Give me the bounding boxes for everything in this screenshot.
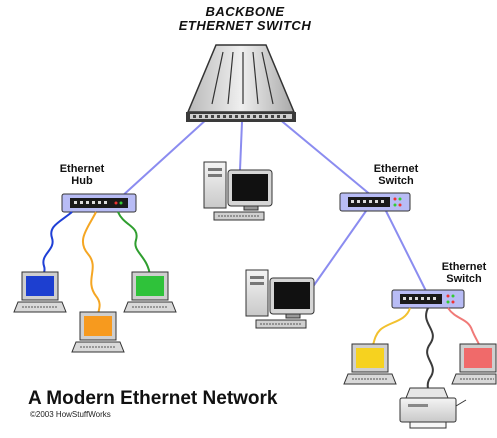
laptop-icon	[13, 271, 67, 313]
laptop-icon	[343, 343, 397, 385]
laptop-screen-green	[136, 276, 164, 296]
hub-icon	[61, 193, 137, 213]
switch1-label: Ethernet Switch	[356, 163, 436, 187]
backbone-links	[119, 117, 427, 292]
hub-label: Ethernet Hub	[42, 163, 122, 187]
hub-cable-orange	[82, 211, 101, 321]
laptop-screen-yellow	[356, 348, 384, 368]
switch2-label-line2: Switch	[446, 273, 482, 285]
switch1-label-line1: Ethernet	[373, 163, 419, 175]
hub-cable-green	[117, 211, 151, 277]
backbone-label-line1: BACKBONE	[205, 4, 285, 19]
hub-label-line2: Hub	[71, 175, 93, 187]
printer-icon	[399, 387, 467, 429]
copyright-credit: ©2003 HowStuffWorks	[30, 410, 111, 419]
hub-label-line1: Ethernet	[59, 163, 105, 175]
switch2-label-line1: Ethernet	[441, 261, 487, 273]
laptop-screen-orange	[84, 316, 112, 336]
link-backbone-hub	[119, 117, 209, 199]
desktop-computer-icon	[203, 161, 273, 221]
sw2-cable-dark	[425, 307, 434, 395]
desktop-computer-icon	[245, 269, 315, 329]
laptop-icon	[71, 311, 125, 353]
link-backbone-desktop	[239, 121, 243, 171]
switch1-label-line2: Switch	[378, 175, 414, 187]
backbone-switch-label: BACKBONE ETHERNET SWITCH	[150, 5, 340, 33]
backbone-switch-icon	[186, 44, 296, 122]
backbone-label-line2: ETHERNET SWITCH	[178, 18, 312, 33]
hub-cable-blue	[39, 211, 73, 281]
switch2-label: Ethernet Switch	[428, 261, 497, 285]
sw2-cable-yellow	[371, 307, 411, 349]
link-switch1-switch2	[385, 210, 427, 292]
laptop-icon	[451, 343, 497, 385]
laptop-screen-blue	[26, 276, 54, 296]
switch-icon	[391, 289, 465, 309]
laptop-icon	[123, 271, 177, 313]
sw2-cable-red	[447, 307, 481, 349]
laptop-screen-red	[464, 348, 492, 368]
link-backbone-switch1	[277, 117, 373, 197]
link-switch1-desktop	[311, 210, 367, 289]
diagram-title: A Modern Ethernet Network	[28, 388, 278, 409]
switch-icon	[339, 192, 411, 212]
